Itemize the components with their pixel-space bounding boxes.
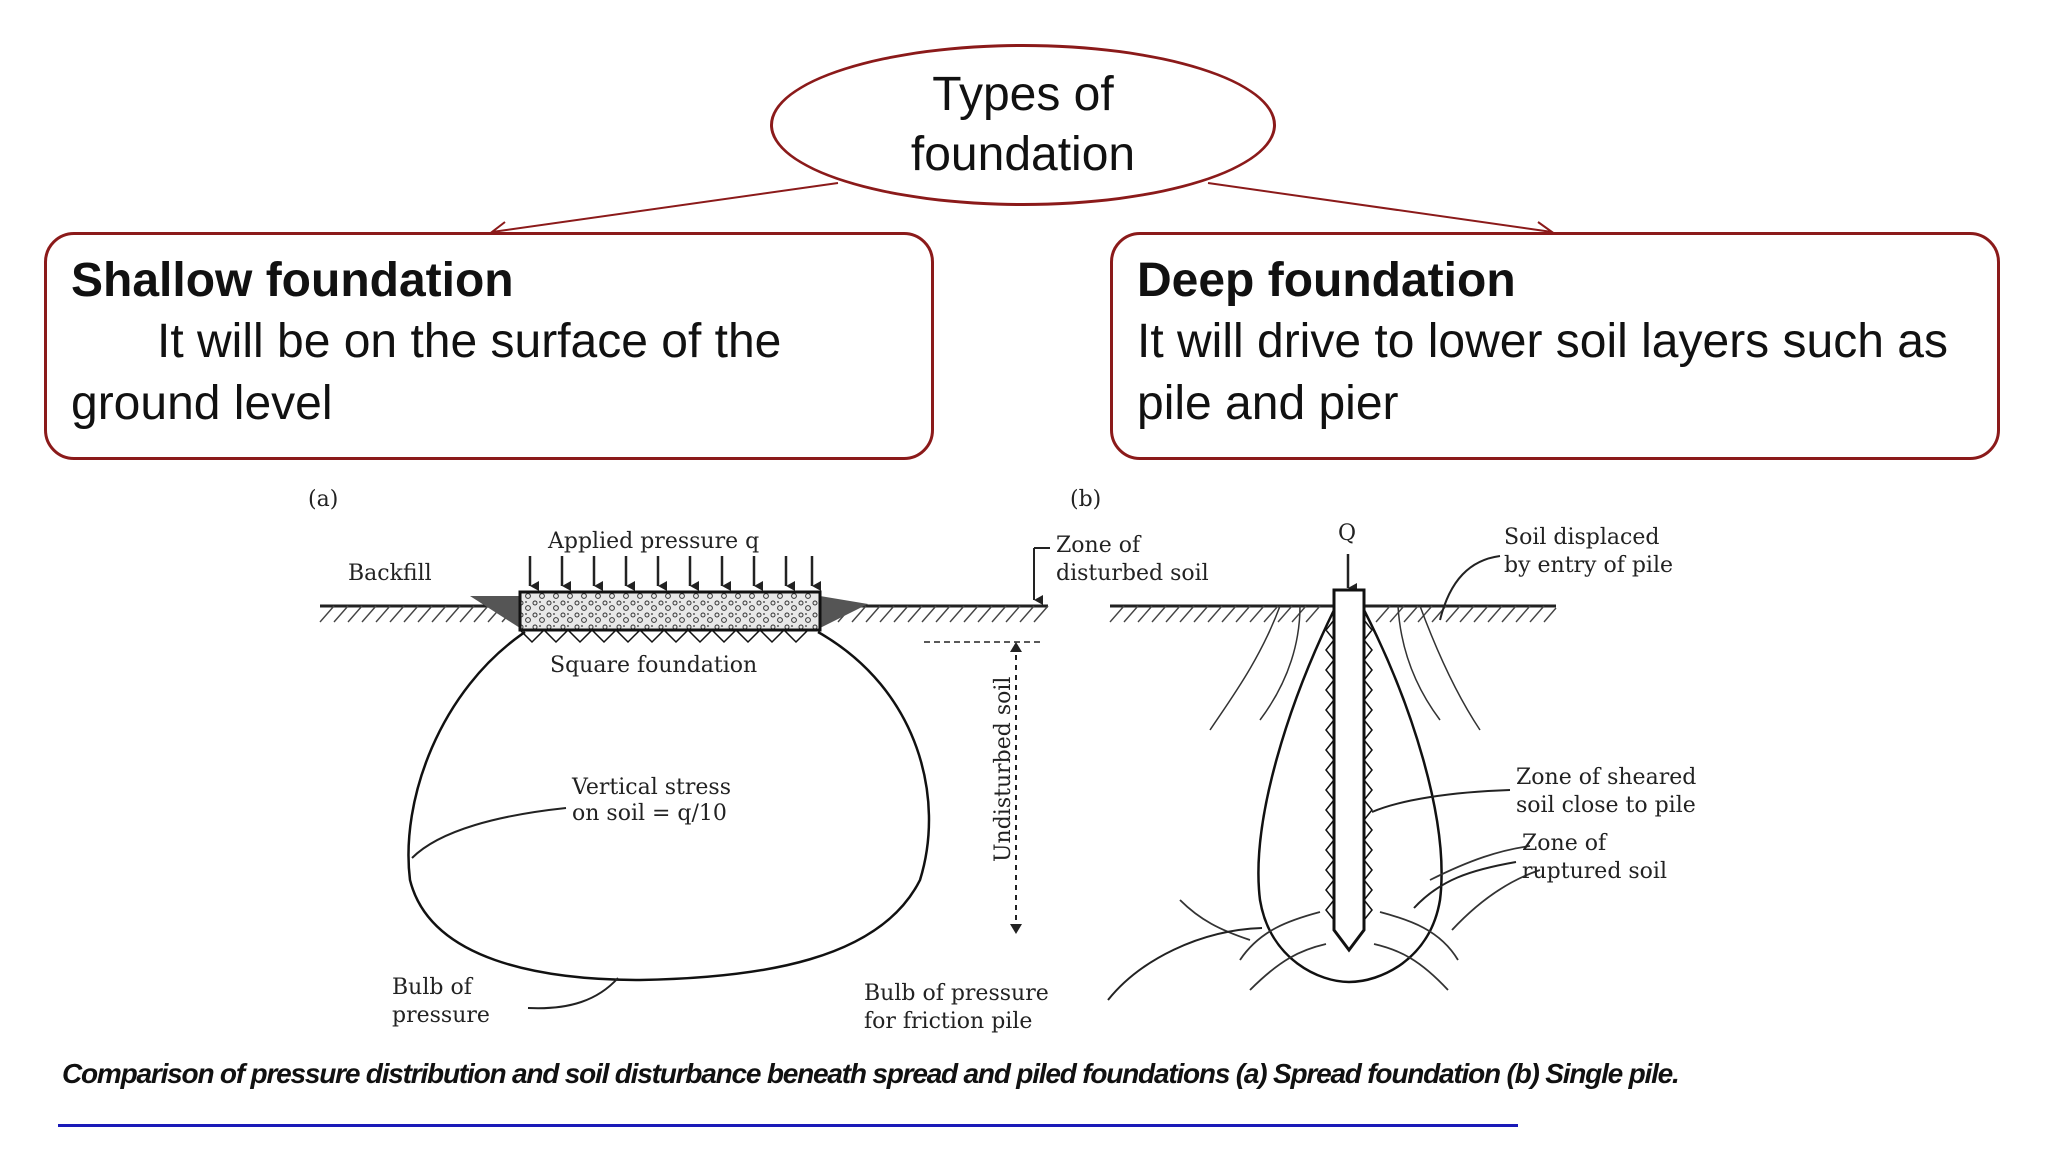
pile xyxy=(1332,588,1366,953)
vertical-stress-label-1: Vertical stress xyxy=(571,775,731,800)
soil-displaced-label-1: Soil displaced xyxy=(1504,525,1659,550)
bulb-label-2: pressure xyxy=(392,1003,490,1028)
sheared-zone-label-2: soil close to pile xyxy=(1516,793,1696,818)
figure-caption: Comparison of pressure distribution and … xyxy=(62,1058,1680,1089)
foundation-zigzag xyxy=(519,628,809,644)
pile-shear-zigzag-right xyxy=(1363,619,1373,921)
friction-bulb-label-2: for friction pile xyxy=(864,1009,1032,1034)
deep-foundation-box: Deep foundation It will drive to lower s… xyxy=(1110,232,2000,460)
vertical-stress-leader xyxy=(411,807,567,859)
panel-a-tag: (a) xyxy=(308,487,338,512)
ruptured-zone-label-2: ruptured soil xyxy=(1522,859,1667,884)
deep-title: Deep foundation xyxy=(1137,254,1516,307)
root-label-line1: Types of xyxy=(932,68,1114,121)
ruptured-zone-label-1: Zone of xyxy=(1522,831,1608,856)
load-q-label: Q xyxy=(1338,521,1356,546)
shallow-title: Shallow foundation xyxy=(71,254,514,307)
deep-description: It will drive to lower soil layers such … xyxy=(1137,315,1948,430)
arrow-to-deep xyxy=(1207,182,1553,233)
bulb-leader xyxy=(527,977,619,1010)
ground-hatch-b xyxy=(1109,605,1557,623)
caption-underline xyxy=(58,1124,1518,1127)
backfill-wedge xyxy=(470,596,520,628)
shallow-description: It will be on the surface of the ground … xyxy=(71,315,782,430)
square-foundation-block xyxy=(518,590,822,632)
panel-a: (a) Applied pressure q Backfill xyxy=(308,487,1050,1028)
applied-pressure-label: Applied pressure q xyxy=(547,529,759,554)
zone-disturbed-label-1: Zone of xyxy=(1056,533,1142,558)
ruptured-soil-lines xyxy=(1179,845,1541,991)
panel-b-tag: (b) xyxy=(1070,487,1101,512)
dimension-arrow-bottom xyxy=(1010,924,1022,934)
square-foundation-label: Square foundation xyxy=(550,653,757,678)
dimension-arrow-top xyxy=(1010,642,1022,652)
zone-disturbed-label-2: disturbed soil xyxy=(1056,561,1209,586)
backfill-wedge-right xyxy=(820,596,868,628)
sheared-zone-label-1: Zone of sheared xyxy=(1516,765,1696,790)
shallow-foundation-box: Shallow foundation It will be on the sur… xyxy=(44,232,934,460)
bulb-of-pressure xyxy=(407,630,931,982)
pile-shear-zigzag-left xyxy=(1325,619,1335,921)
backfill-label: Backfill xyxy=(348,561,432,586)
soil-displaced-label-2: by entry of pile xyxy=(1504,553,1673,578)
sheared-zone-leader xyxy=(1371,789,1511,813)
pressure-arrows xyxy=(528,556,821,591)
root-label-line2: foundation xyxy=(910,128,1136,181)
arrow-to-shallow xyxy=(491,182,839,233)
friction-bulb-label-1: Bulb of pressure xyxy=(864,981,1049,1006)
types-of-foundation-node: Types of foundation xyxy=(770,44,1276,206)
vertical-stress-label-2: on soil = q/10 xyxy=(572,801,727,826)
displaced-soil-lines xyxy=(1209,605,1481,731)
friction-pile-bulb xyxy=(1257,609,1443,984)
bulb-label-1: Bulb of xyxy=(392,975,474,1000)
ruptured-zone-leader xyxy=(1413,861,1517,909)
soil-displaced-leader xyxy=(1439,555,1501,621)
undisturbed-soil-label: Undisturbed soil xyxy=(991,677,1016,862)
friction-bulb-leader xyxy=(1107,927,1263,1001)
panel-b: (b) Zone of disturbed soil Q Soil displa… xyxy=(864,487,1696,1034)
